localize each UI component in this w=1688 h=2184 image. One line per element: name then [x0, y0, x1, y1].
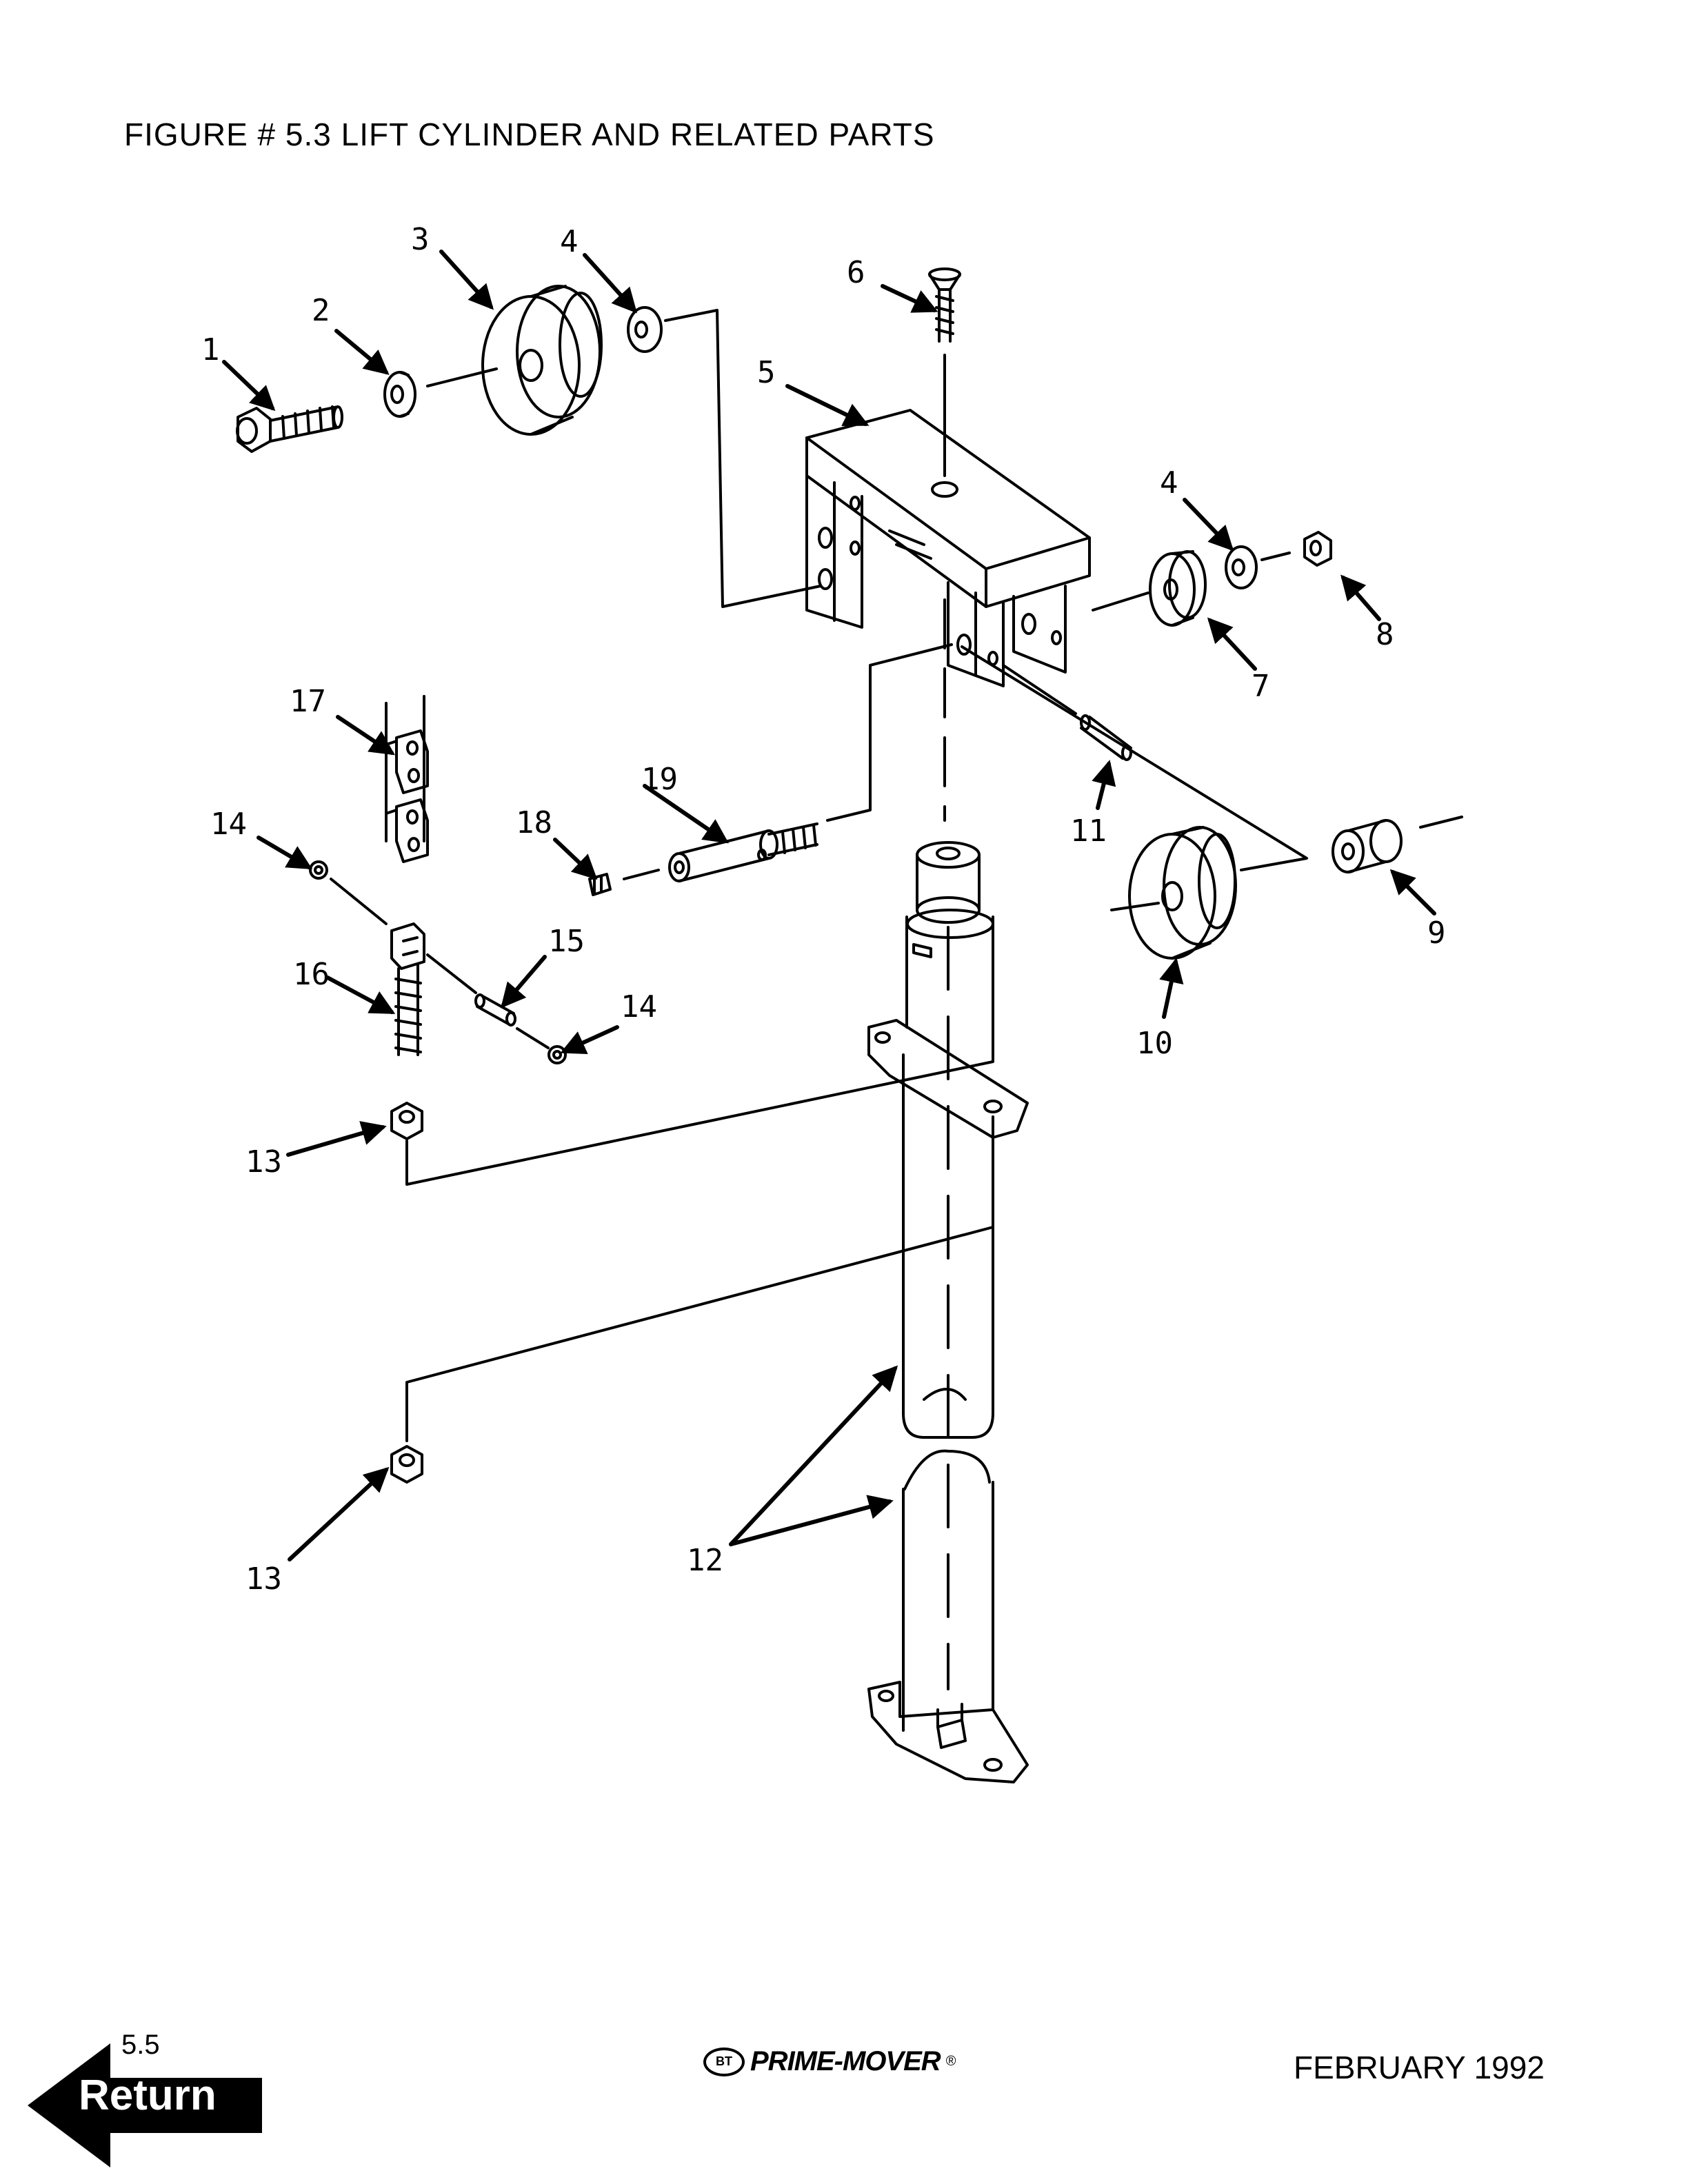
part-4-washer-right — [1225, 545, 1258, 589]
part-18-fitting — [588, 873, 612, 896]
registered-mark: ® — [945, 2054, 956, 2069]
callout-numbers: 1 2 3 4 4 5 6 7 8 9 10 11 12 13 13 14 14… — [201, 222, 1446, 1597]
part-3-sheave — [481, 285, 603, 436]
assembly-lines — [330, 309, 1463, 1690]
brand-name: PRIME-MOVER — [750, 2046, 941, 2076]
part-14-clip-lower — [547, 1045, 567, 1064]
callout-14-upper: 14 — [210, 807, 247, 842]
part-8-nut — [1303, 531, 1332, 567]
part-2-washer — [383, 371, 416, 418]
return-arrow-icon — [28, 2043, 262, 2167]
callout-7: 7 — [1252, 669, 1270, 704]
callout-4-top: 4 — [560, 224, 579, 259]
part-11-pin — [1080, 714, 1132, 761]
part-10-sheave — [1128, 826, 1237, 960]
part-5-bracket — [805, 409, 1091, 687]
callout-10: 10 — [1136, 1026, 1173, 1061]
return-label: Return — [79, 2072, 217, 2119]
callout-5: 5 — [757, 355, 776, 390]
part-13-nut-lower — [390, 1445, 423, 1484]
part-12-lift-cylinder — [867, 841, 1029, 1783]
callout-3: 3 — [411, 222, 430, 257]
callout-13-lower: 13 — [245, 1561, 282, 1597]
return-button[interactable]: Return — [28, 2043, 262, 2171]
part-19-stud — [668, 822, 818, 882]
callout-11: 11 — [1070, 813, 1107, 849]
callout-13-upper: 13 — [245, 1144, 282, 1180]
part-17-chain — [385, 695, 429, 863]
callout-19: 19 — [641, 762, 678, 797]
brand-badge: BT — [703, 2047, 745, 2076]
part-7-small-sheave — [1149, 550, 1207, 627]
callout-14-lower: 14 — [621, 989, 657, 1024]
callout-17: 17 — [290, 684, 326, 719]
callout-2: 2 — [312, 293, 330, 328]
callout-18: 18 — [516, 805, 552, 840]
figure-title: FIGURE # 5.3 LIFT CYLINDER AND RELATED P… — [124, 117, 935, 152]
footer-date: FEBRUARY 1992 — [1294, 2050, 1545, 2085]
page-number: 5.5 — [121, 2030, 160, 2060]
callout-12: 12 — [687, 1543, 723, 1578]
part-16-yoke-bolt — [390, 922, 425, 1056]
part-6-screw — [928, 267, 961, 343]
callout-15: 15 — [548, 924, 585, 959]
part-9-spacer — [1332, 819, 1403, 873]
part-14-clip-upper — [309, 860, 328, 880]
leader-arrows — [222, 250, 1436, 1561]
callout-8: 8 — [1376, 617, 1394, 652]
callout-16: 16 — [293, 957, 330, 992]
callout-4-right: 4 — [1160, 465, 1178, 501]
callout-9: 9 — [1427, 916, 1446, 951]
callout-6: 6 — [847, 255, 865, 290]
brand-logo: BT PRIME-MOVER ® — [703, 2046, 956, 2077]
part-15-pin — [474, 993, 516, 1027]
part-4-washer — [627, 306, 663, 353]
callout-1: 1 — [201, 332, 220, 367]
part-1-cap-screw — [236, 405, 343, 453]
part-13-nut-upper — [390, 1102, 423, 1140]
